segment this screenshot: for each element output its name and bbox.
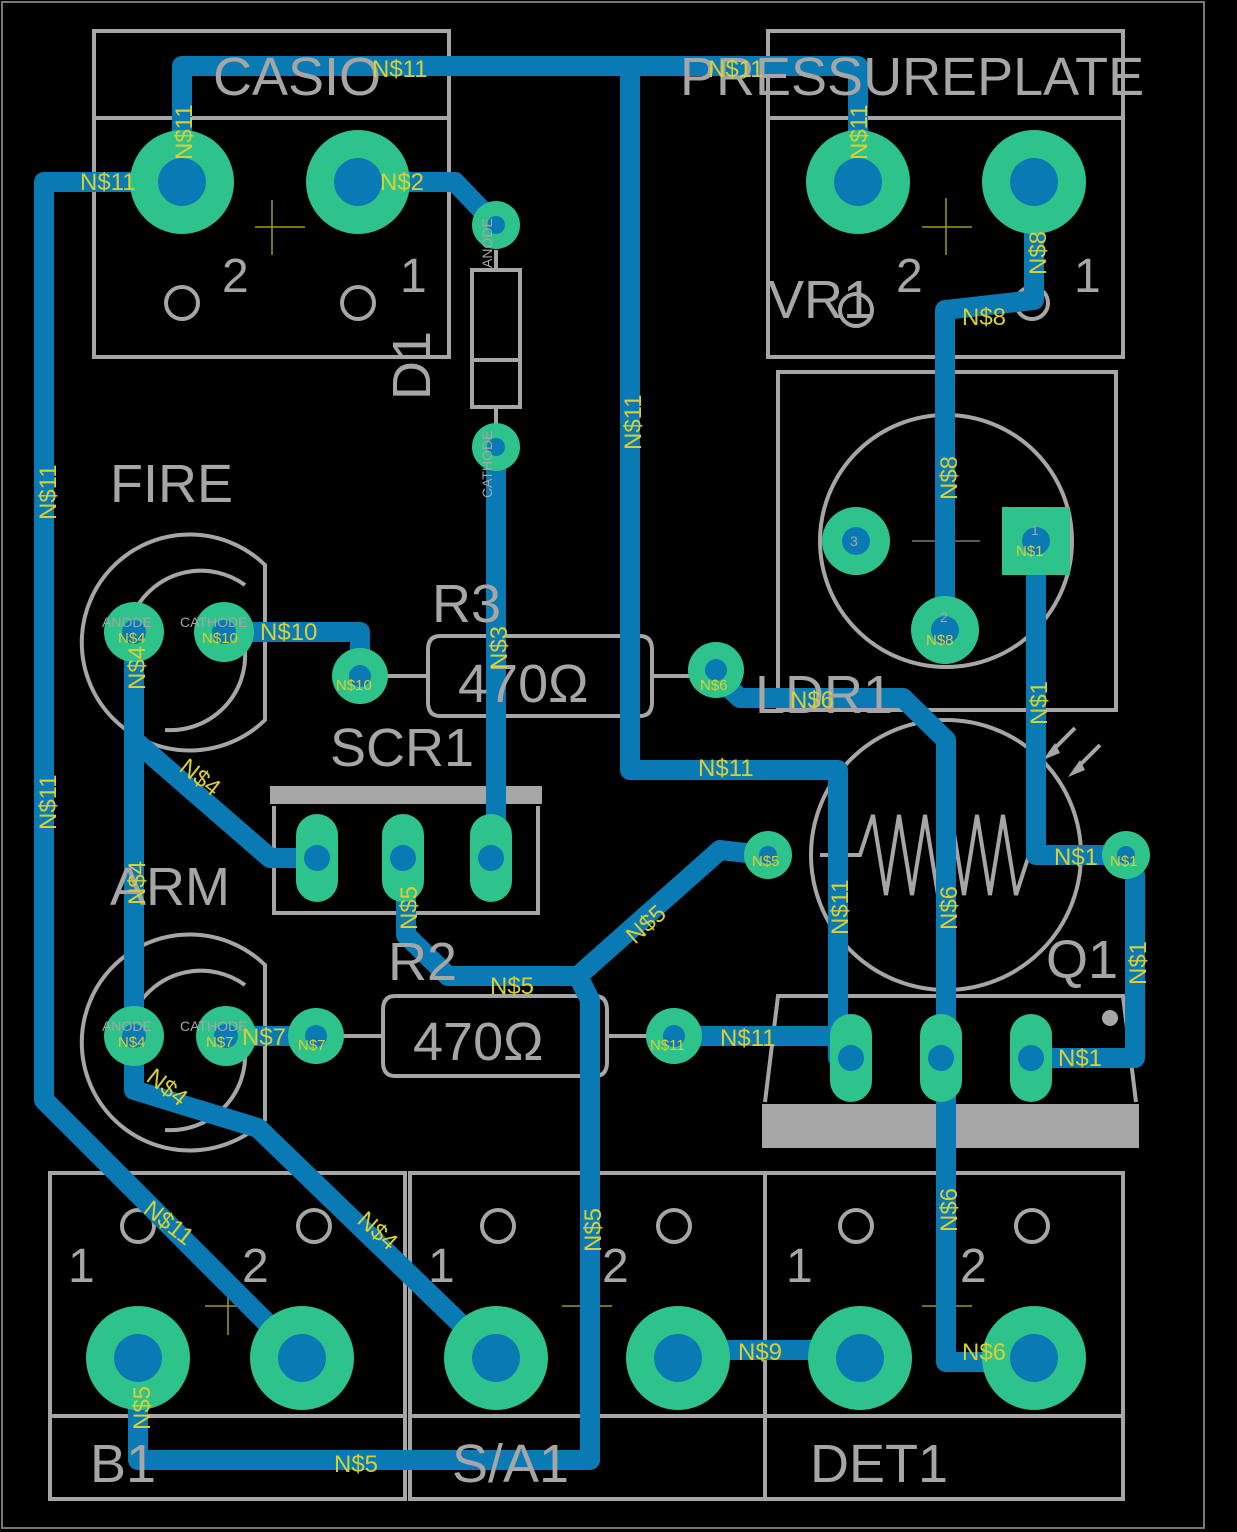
arm-cathode-text: CATHODE	[180, 1018, 247, 1034]
det1-pin-2-number: 2	[960, 1240, 987, 1293]
net-label: N$8	[936, 456, 963, 500]
pressureplate-pin-1-number: 1	[1074, 250, 1101, 303]
net-label: N$4	[124, 646, 151, 690]
sa1-label: S/A1	[452, 1434, 569, 1494]
pad-net-label: N$11	[650, 1037, 685, 1054]
b1-pin-2-number: 2	[242, 1240, 269, 1293]
net-label: N$11	[698, 755, 754, 782]
net-label: N$6	[936, 886, 963, 930]
net-label: N$10	[260, 619, 317, 646]
d1-anode-text: ANODE	[479, 218, 495, 268]
b1-label: B1	[90, 1434, 156, 1494]
net-label: N$6	[790, 687, 834, 714]
net-label: N$7	[242, 1024, 286, 1051]
net-label: N$5	[580, 1208, 607, 1252]
r2-value-label: 470Ω	[413, 1012, 543, 1072]
net-label: N$5	[396, 886, 423, 930]
scr1-label: SCR1	[330, 718, 474, 778]
pad-net-label: N$10	[336, 677, 372, 694]
fire-anode-text: ANODE	[102, 614, 152, 630]
board-outline	[1, 1, 1205, 1529]
r3-value-label: 470Ω	[458, 654, 588, 714]
net-label: N$9	[738, 1339, 782, 1366]
fire-cathode-text: CATHODE	[180, 614, 247, 630]
net-label: N$11	[171, 104, 198, 160]
net-label: N$2	[380, 169, 424, 196]
net-label: N$1	[1058, 1045, 1102, 1072]
pad-net-label: N$7	[206, 1034, 234, 1051]
net-label: N$5	[490, 973, 534, 1000]
vr1-pin-2-number: 2	[940, 609, 948, 625]
r3-label: R3	[432, 574, 501, 634]
pad-net-label: N$7	[298, 1037, 326, 1054]
net-label: N$11	[35, 774, 62, 830]
det1-label: DET1	[810, 1434, 948, 1494]
net-label: N$5	[334, 1451, 378, 1478]
arm-anode-text: ANODE	[102, 1018, 152, 1034]
pad-net-label: N$4	[118, 1034, 146, 1051]
pad-net-label: N$4	[118, 630, 146, 647]
pad-net-label: N$6	[700, 677, 728, 694]
pad-net-label: N$1	[1110, 853, 1138, 870]
pad-net-label: N$10	[202, 630, 238, 647]
q1-label: Q1	[1046, 930, 1118, 990]
casio-pin-2-number: 2	[222, 250, 249, 303]
net-label: N$1	[1125, 941, 1152, 985]
net-label: N$11	[827, 879, 854, 935]
net-label: N$11	[620, 394, 647, 450]
net-label: N$11	[35, 464, 62, 520]
copper-traces	[34, 56, 1145, 1470]
vr1-pin-3-number: 3	[850, 533, 858, 549]
net-label: N$11	[372, 56, 428, 83]
net-label: N$6	[936, 1188, 963, 1232]
net-label: N$6	[962, 1339, 1006, 1366]
d1-label: D1	[382, 331, 442, 400]
net-label: N$5	[129, 1386, 156, 1430]
pressureplate-pin-2-number: 2	[896, 250, 923, 303]
net-label: N$4	[124, 861, 151, 905]
net-label: N$1	[1026, 681, 1053, 725]
net-label: N$3	[486, 626, 513, 670]
casio-pin-1-number: 1	[400, 250, 427, 303]
sa1-pin-1-number: 1	[428, 1240, 455, 1293]
net-label: N$8	[962, 304, 1006, 331]
net-label: N$11	[846, 104, 873, 160]
r2-label: R2	[388, 932, 457, 992]
pad-net-label: N$1	[1016, 543, 1044, 560]
pads-layer	[86, 130, 1150, 1410]
pad-net-label: N$5	[752, 853, 780, 870]
arm-label: ARM	[110, 857, 230, 917]
net-label: N$8	[1025, 231, 1052, 275]
fire-label: FIRE	[110, 454, 233, 514]
pressureplate-label: PRESSUREPLATE	[680, 47, 1144, 107]
net-label: N$11	[720, 1025, 776, 1052]
net-label: N$11	[708, 56, 764, 83]
net-label: N$1	[1054, 844, 1098, 871]
b1-pin-1-number: 1	[68, 1240, 95, 1293]
net-label: N$11	[80, 169, 136, 196]
vr1-pin-1-number: 1	[1031, 522, 1039, 538]
vr1-label: VR1	[768, 270, 873, 330]
det1-pin-1-number: 1	[786, 1240, 813, 1293]
sa1-pin-2-number: 2	[602, 1240, 629, 1293]
casio-label: CASIO	[213, 47, 381, 107]
d1-cathode-text: CATHODE	[479, 431, 495, 498]
ldr1-label: LDR1	[755, 665, 893, 725]
pad-net-label: N$8	[926, 632, 954, 649]
